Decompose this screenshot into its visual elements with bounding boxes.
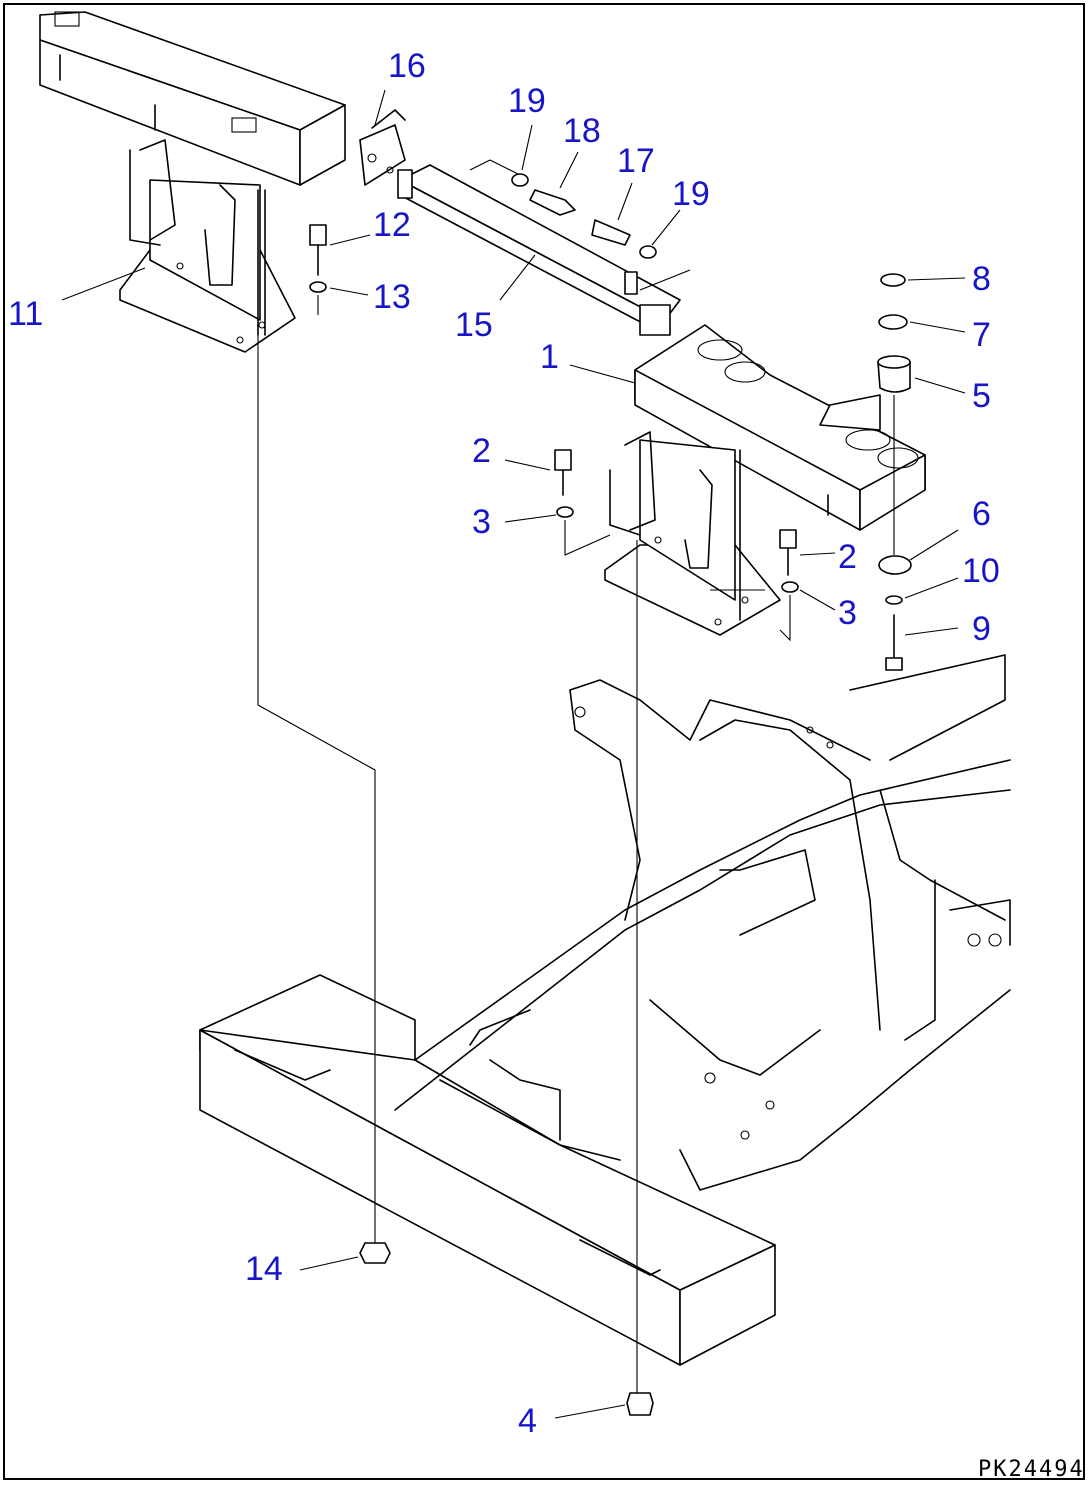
assembly-lines: [257, 335, 895, 1393]
callout-13: 13: [373, 278, 411, 316]
callout-11: 11: [8, 295, 43, 333]
callout-3-left: 3: [472, 503, 491, 541]
callout-6: 6: [972, 495, 991, 533]
callout-17: 17: [617, 142, 655, 180]
callout-15: 15: [455, 306, 493, 344]
drawing-code: PK24494: [978, 1457, 1085, 1482]
callout-18: 18: [563, 112, 601, 150]
callout-2-left: 2: [472, 432, 491, 470]
leader-lines: [61, 89, 966, 1419]
callout-8: 8: [972, 260, 991, 298]
callout-16: 16: [388, 47, 426, 85]
callout-4: 4: [518, 1402, 537, 1440]
right-bracket-part: [604, 324, 926, 636]
callout-14: 14: [245, 1250, 283, 1288]
callout-labels: 16 19 18 17 19 12 13 11 15 8 7 1 5 2 3 6…: [8, 47, 1000, 1440]
callout-19-top: 19: [508, 82, 546, 120]
left-bracket-part: [39, 11, 346, 353]
callout-19-right: 19: [672, 175, 710, 213]
small-parts: [309, 173, 912, 1416]
callout-3-right: 3: [838, 594, 857, 632]
callout-10: 10: [962, 552, 1000, 590]
callout-12: 12: [373, 206, 411, 244]
callout-7: 7: [972, 316, 991, 354]
callout-9: 9: [972, 610, 991, 648]
main-frame-part: [199, 654, 1011, 1366]
plate-part: [359, 109, 406, 186]
callout-5: 5: [972, 377, 991, 415]
callout-1: 1: [540, 338, 559, 376]
callout-2-right: 2: [838, 538, 857, 576]
